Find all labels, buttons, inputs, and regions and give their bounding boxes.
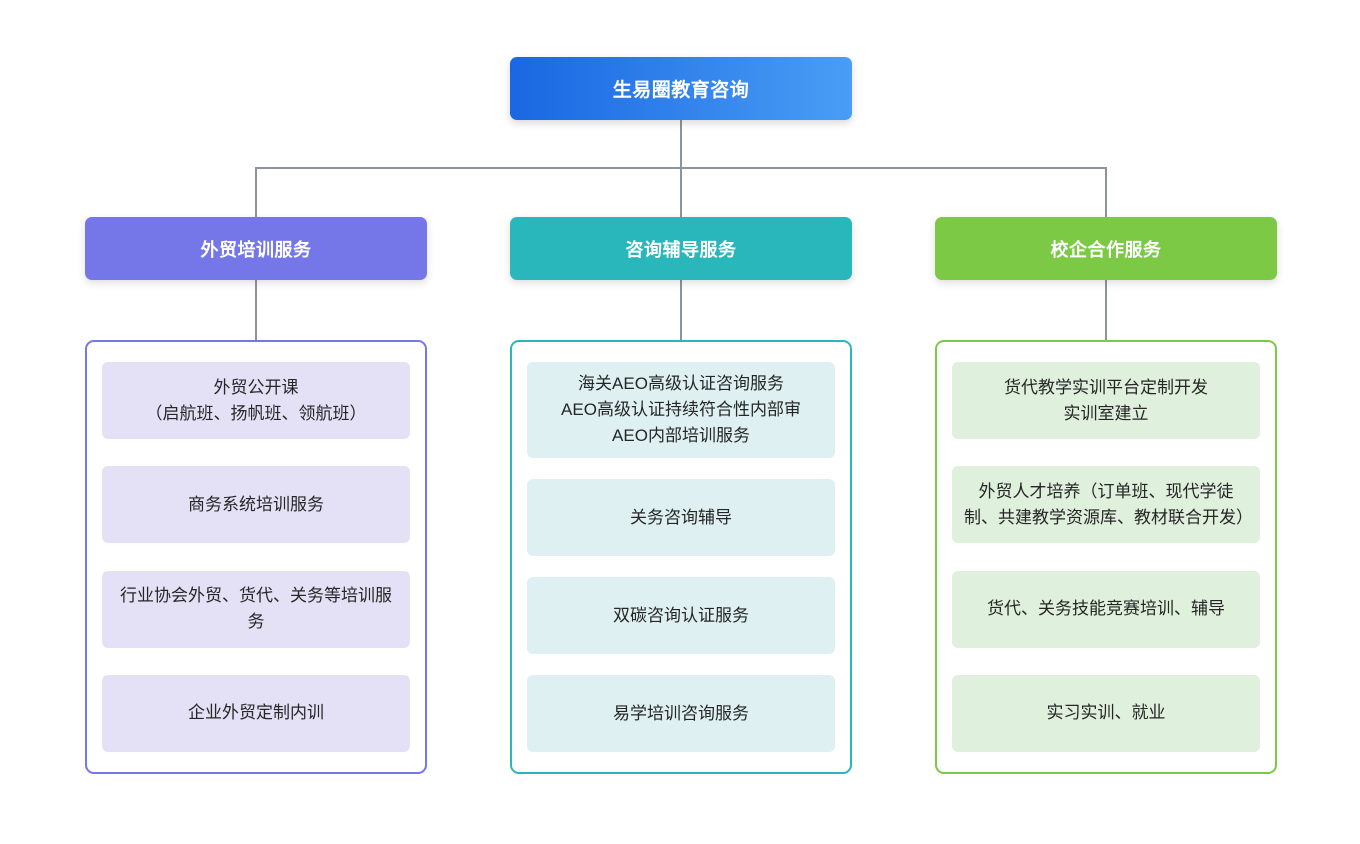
branch-header-consulting-coaching: 咨询辅导服务	[510, 217, 852, 280]
connector-panel-1-stem	[255, 280, 257, 340]
service-item: 行业协会外贸、货代、关务等培训服务	[102, 570, 410, 648]
connector-panel-2-stem	[680, 280, 682, 340]
connector-branch-2-drop	[680, 167, 682, 217]
root-node: 生易圈教育咨询	[510, 57, 852, 120]
connector-root-stem	[680, 120, 682, 168]
service-item: 商务系统培训服务	[102, 466, 410, 544]
service-item: 易学培训咨询服务	[527, 675, 835, 752]
service-item: 外贸人才培养（订单班、现代学徒制、共建教学资源库、教材联合开发）	[952, 466, 1260, 544]
service-item: 货代、关务技能竞赛培训、辅导	[952, 570, 1260, 648]
branch-header-foreign-trade-training: 外贸培训服务	[85, 217, 427, 280]
branch-panel-foreign-trade-training: 外贸公开课 （启航班、扬帆班、领航班） 商务系统培训服务 行业协会外贸、货代、关…	[85, 340, 427, 774]
branch-header-label: 外贸培训服务	[200, 239, 312, 260]
service-item: 实习实训、就业	[952, 674, 1260, 752]
service-item: 关务咨询辅导	[527, 479, 835, 556]
branch-panel-consulting-coaching: 海关AEO高级认证咨询服务 AEO高级认证持续符合性内部审 AEO内部培训服务 …	[510, 340, 852, 774]
service-item: 货代教学实训平台定制开发 实训室建立	[952, 362, 1260, 439]
connector-branch-3-drop	[1105, 167, 1107, 217]
service-item: 企业外贸定制内训	[102, 674, 410, 752]
service-item: 外贸公开课 （启航班、扬帆班、领航班）	[102, 362, 410, 439]
connector-panel-3-stem	[1105, 280, 1107, 340]
branch-header-label: 校企合作服务	[1050, 239, 1162, 260]
service-item: 双碳咨询认证服务	[527, 577, 835, 654]
connector-branch-1-drop	[255, 167, 257, 217]
branch-header-label: 咨询辅导服务	[625, 239, 737, 260]
root-node-label: 生易圈教育咨询	[612, 80, 750, 101]
branch-panel-school-enterprise: 货代教学实训平台定制开发 实训室建立 外贸人才培养（订单班、现代学徒制、共建教学…	[935, 340, 1277, 774]
branch-header-school-enterprise: 校企合作服务	[935, 217, 1277, 280]
service-item: 海关AEO高级认证咨询服务 AEO高级认证持续符合性内部审 AEO内部培训服务	[527, 362, 835, 458]
